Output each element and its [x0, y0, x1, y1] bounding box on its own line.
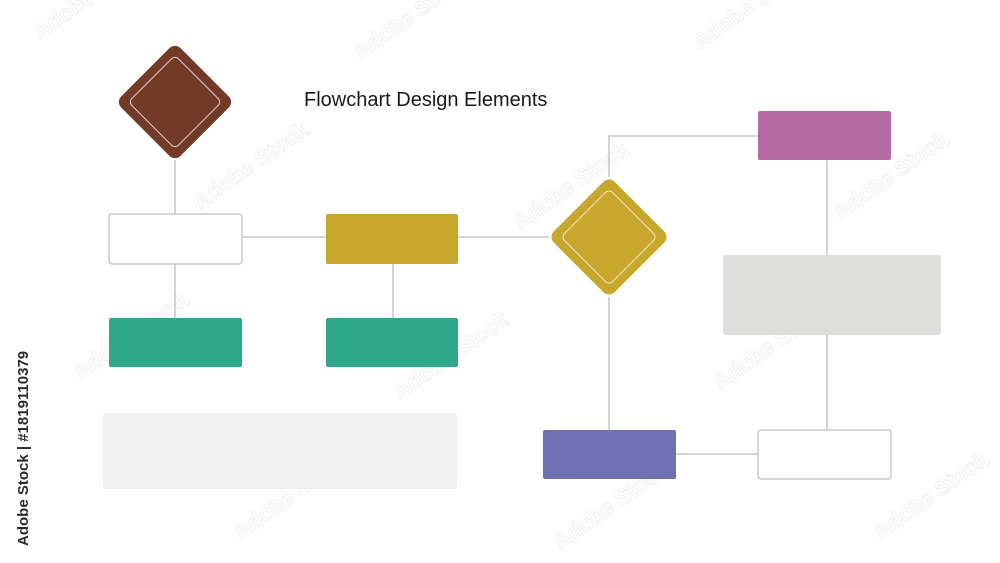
- page-title: Flowchart Design Elements: [304, 89, 547, 111]
- connectors: [174, 135, 828, 455]
- process-box-magenta[interactable]: [758, 111, 891, 160]
- text-panel-light: [103, 413, 457, 489]
- process-box-purple[interactable]: [543, 430, 676, 479]
- decision-diamond-mustard[interactable]: [548, 176, 670, 298]
- process-box-white-right[interactable]: [757, 429, 892, 480]
- watermark-tile: Adobe Stock: [29, 0, 154, 44]
- process-box-white[interactable]: [108, 213, 243, 265]
- text-panel-gray: [723, 255, 941, 335]
- decision-diamond-brown[interactable]: [116, 43, 235, 162]
- process-box-teal-middle[interactable]: [326, 318, 458, 367]
- process-box-mustard[interactable]: [326, 214, 458, 264]
- process-box-teal-left[interactable]: [109, 318, 242, 367]
- watermark-tile: Adobe Stock: [689, 0, 814, 54]
- watermark-tile: Adobe Stock: [189, 116, 314, 214]
- watermark-side-label: Adobe Stock | #1819110379: [15, 351, 32, 546]
- connector-decision-to-magenta: [608, 135, 758, 177]
- watermark-tile: Adobe Stock: [349, 0, 474, 64]
